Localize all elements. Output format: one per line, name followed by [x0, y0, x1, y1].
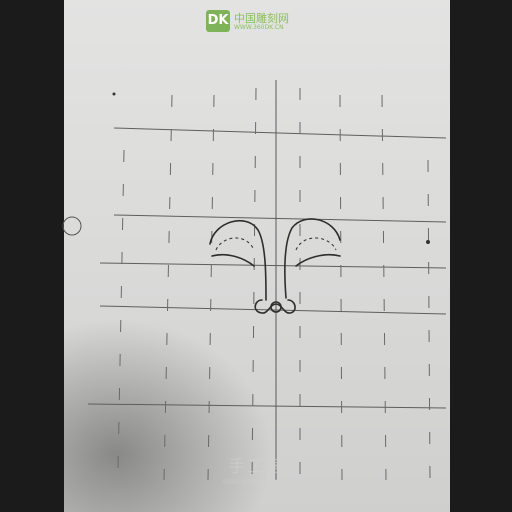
watermark-logo: DK [206, 10, 230, 32]
guide-line-1 [113, 127, 447, 139]
dashed-guides [117, 87, 431, 481]
watermark-url: WWW.360DK.CN [234, 24, 284, 31]
watermark-site-name: 中国雕刻网 [234, 12, 289, 25]
pencil-dot [112, 92, 116, 96]
eye-dashes [215, 237, 337, 251]
guide-line-5 [87, 403, 447, 409]
dashed-guide-6 [381, 94, 387, 481]
watermark-top: DK 中国雕刻网 WWW.360DK.CN [206, 8, 310, 34]
left-brow-nose-line [209, 219, 267, 301]
left-eye-dashed-arc [215, 237, 255, 251]
dashed-guide-5 [339, 94, 343, 481]
dashed-guide-7 [427, 159, 431, 481]
right-eye-lid [295, 253, 341, 267]
hand-shadow [64, 318, 274, 512]
right-brow-nose-line [284, 218, 341, 299]
dashed-guide-3 [251, 87, 257, 481]
dashed-guide-2 [207, 94, 215, 481]
watermark-bottom-site-name: 手工客 [228, 457, 286, 477]
paper-sheet [64, 0, 450, 512]
right-eye-dashed-arc [295, 237, 337, 251]
guide-line-2 [113, 214, 447, 223]
nose-ball [270, 301, 282, 313]
circled-mark [62, 216, 82, 236]
watermark-bottom-url: shougongke.com [222, 477, 292, 486]
dashed-guide-1 [163, 94, 173, 481]
watermark-bottom: 手工客 shougongke.com [202, 452, 312, 492]
face-sketch [209, 218, 341, 314]
horizontal-guides [87, 127, 447, 409]
left-eye-lid [211, 253, 255, 267]
dashed-guide-8 [117, 149, 125, 471]
pencil-dot [426, 240, 430, 244]
nose-tip [254, 299, 296, 314]
guide-line-3 [99, 262, 447, 269]
